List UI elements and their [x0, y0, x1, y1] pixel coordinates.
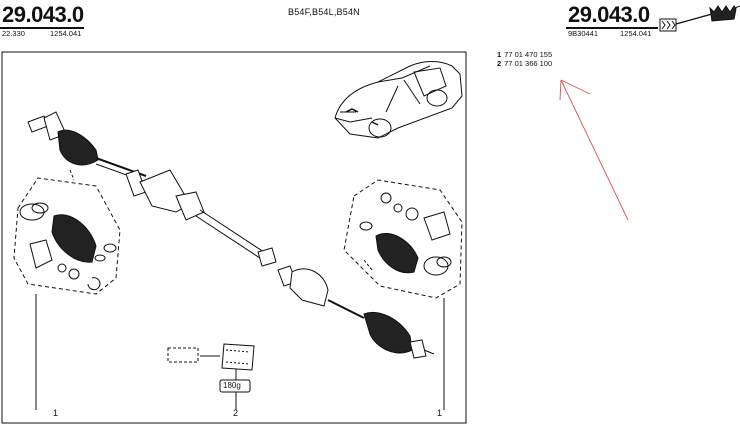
ref-code-left: 22.330	[2, 29, 25, 38]
header-rule-right	[566, 27, 658, 29]
callout-center: 2	[233, 408, 239, 418]
thumbnail-driveshaft-icon	[659, 5, 740, 32]
diagram-frame	[1, 51, 467, 424]
ref-code-right: 9B30441	[568, 29, 599, 38]
oem-ref-2-value: 77 01 366 100	[504, 59, 553, 68]
callout-right: 1	[437, 408, 443, 418]
engine-codes: B54F,B54L,B54N	[288, 7, 360, 17]
ref-code-right-2: 1254.041	[620, 29, 652, 38]
grease-quantity-label: 180g	[223, 381, 241, 390]
left-kit-parts-icon	[19, 202, 117, 291]
right-kit-box	[343, 179, 463, 299]
right-boot-joint-icon	[277, 265, 435, 359]
annotation-arrow	[559, 79, 629, 221]
intermediate-joint-icon	[125, 169, 205, 221]
right-kit-parts-icon	[359, 192, 452, 276]
ref-code-left-2: 1254.041	[50, 29, 82, 38]
car-illustration-icon	[334, 61, 463, 139]
part-number-left: 29.043.0	[2, 2, 84, 27]
callout-left: 1	[53, 408, 59, 418]
header-rule-left	[0, 27, 84, 29]
oem-ref-2-num: 2	[497, 59, 502, 68]
oem-ref-1-num: 1	[497, 50, 502, 59]
oem-ref-1-value: 77 01 470 155	[504, 50, 553, 59]
grease-sachet-icon	[221, 343, 255, 371]
part-number-right: 29.043.0	[568, 2, 650, 27]
left-boot-joint-icon	[27, 111, 99, 166]
left-kit-box	[13, 177, 121, 295]
